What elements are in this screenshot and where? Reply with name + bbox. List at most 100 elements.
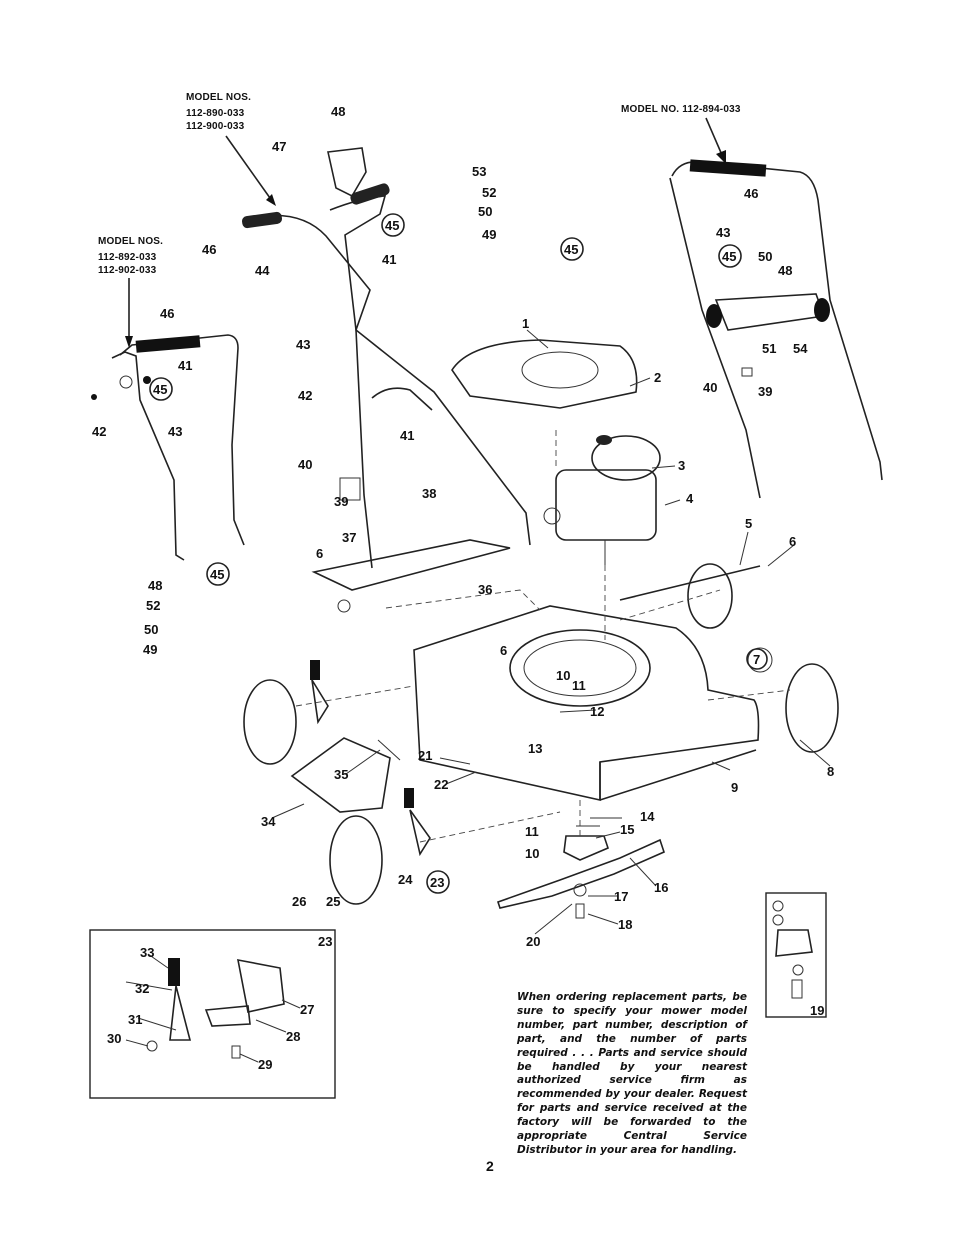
callout-label: 45 (153, 382, 167, 397)
callout-label: 40 (703, 380, 717, 395)
callout-label: 50 (144, 622, 158, 637)
callout-label: 34 (261, 814, 276, 829)
callout-label: 10 (525, 846, 539, 861)
callout-label: 37 (342, 530, 356, 545)
callout-label: 20 (526, 934, 540, 949)
callout-label: 45 (210, 567, 224, 582)
callout-label: 42 (298, 388, 312, 403)
callout-label: 48 (778, 263, 792, 278)
callout-label: 1 (522, 316, 529, 331)
callout-label: 41 (178, 358, 192, 373)
callout-label: 39 (334, 494, 348, 509)
washer-17 (573, 883, 587, 897)
inset-19-box (765, 892, 827, 1018)
callout-label: 45 (385, 218, 399, 233)
rear-deflector (311, 539, 511, 591)
handle-assembly-right (669, 159, 883, 499)
model-number: 112-890-033 (186, 108, 245, 119)
inset-19-drawing (772, 900, 813, 999)
callout-label: 12 (590, 704, 604, 719)
inset-23-box (89, 929, 336, 1099)
rear-guard (290, 737, 391, 813)
model-number: 112-900-033 (186, 121, 245, 132)
callout-label: 10 (556, 668, 570, 683)
callout-label: 11 (525, 824, 539, 839)
callout-label: 2 (654, 370, 661, 385)
callout-label: 39 (758, 384, 772, 399)
callout-label: 52 (482, 185, 496, 200)
callout-label: 25 (326, 894, 340, 909)
callout-label: 41 (382, 252, 396, 267)
callout-label: 3 (678, 458, 685, 473)
model-number: 112-902-033 (98, 265, 157, 276)
callout-label: 52 (146, 598, 160, 613)
callout-label: 43 (716, 225, 730, 240)
callout-label: 16 (654, 880, 668, 895)
callout-label: 23 (430, 875, 444, 890)
callout-label: 9 (731, 780, 738, 795)
model-nos-left-title: MODEL NOS. (186, 92, 252, 103)
callout-label: 48 (148, 578, 162, 593)
callout-label: 50 (758, 249, 772, 264)
callout-label: 22 (434, 777, 448, 792)
callout-label: 5 (745, 516, 752, 531)
callout-label: 21 (418, 748, 432, 763)
callout-label: 8 (827, 764, 834, 779)
model-pointer-arrows (125, 117, 726, 348)
callout-label: 19 (810, 1003, 824, 1018)
callout-label: 7 (753, 652, 760, 667)
callout-labels: 1 2 3 4 5 6 6 6 7 8 9 10 10 11 11 12 13 … (92, 104, 834, 1072)
callout-label: 35 (334, 767, 348, 782)
callout-label: 48 (331, 104, 345, 119)
callout-label: 31 (128, 1012, 142, 1027)
callout-label: 51 (762, 341, 776, 356)
callout-label: 45 (564, 242, 578, 257)
callout-label: 36 (478, 582, 492, 597)
inset-23-drawing (146, 958, 285, 1059)
model-nos-mid-title: MODEL NOS. (98, 236, 164, 247)
blade (496, 838, 665, 909)
callout-label: 6 (316, 546, 323, 561)
callout-label: 46 (160, 306, 174, 321)
callout-label: 41 (400, 428, 414, 443)
handle-assembly-center (242, 147, 531, 569)
callout-label: 49 (143, 642, 157, 657)
callout-label: 47 (272, 139, 286, 154)
blade-adapter (563, 835, 609, 861)
callout-label: 26 (292, 894, 306, 909)
callout-label: 14 (640, 809, 655, 824)
callout-label: 33 (140, 945, 154, 960)
callout-label: 30 (107, 1031, 121, 1046)
callout-leader-lines (125, 329, 831, 1063)
callout-label: 42 (92, 424, 106, 439)
model-number: 112-892-033 (98, 252, 157, 263)
circled-callouts (149, 213, 768, 894)
callout-label: 43 (296, 337, 310, 352)
callout-label: 13 (528, 741, 542, 756)
height-adjusters (310, 660, 431, 857)
callout-label: 4 (686, 491, 694, 506)
callout-label: 46 (744, 186, 758, 201)
callout-label: 50 (478, 204, 492, 219)
callout-label: 43 (168, 424, 182, 439)
callout-label: 17 (614, 889, 628, 904)
engine-shroud (451, 339, 638, 409)
assembly-guide-lines (295, 430, 791, 843)
bolt-18 (575, 903, 585, 919)
callout-label: 38 (422, 486, 436, 501)
callout-label: 24 (398, 872, 413, 887)
callout-label: 29 (258, 1057, 272, 1072)
callout-label: 23 (318, 934, 332, 949)
callout-label: 6 (789, 534, 796, 549)
model-no-right: MODEL NO. 112-894-033 (621, 104, 741, 115)
callout-label: 45 (722, 249, 736, 264)
ordering-note: When ordering replacement parts, be sure… (517, 991, 747, 1156)
page-number: 2 (486, 1158, 494, 1174)
callout-label: 27 (300, 1002, 314, 1017)
spring-35 (377, 739, 401, 761)
engine-shroud-opening (521, 351, 599, 389)
callout-label: 40 (298, 457, 312, 472)
callout-label: 53 (472, 164, 486, 179)
callout-label: 46 (202, 242, 216, 257)
wheels (243, 563, 839, 905)
